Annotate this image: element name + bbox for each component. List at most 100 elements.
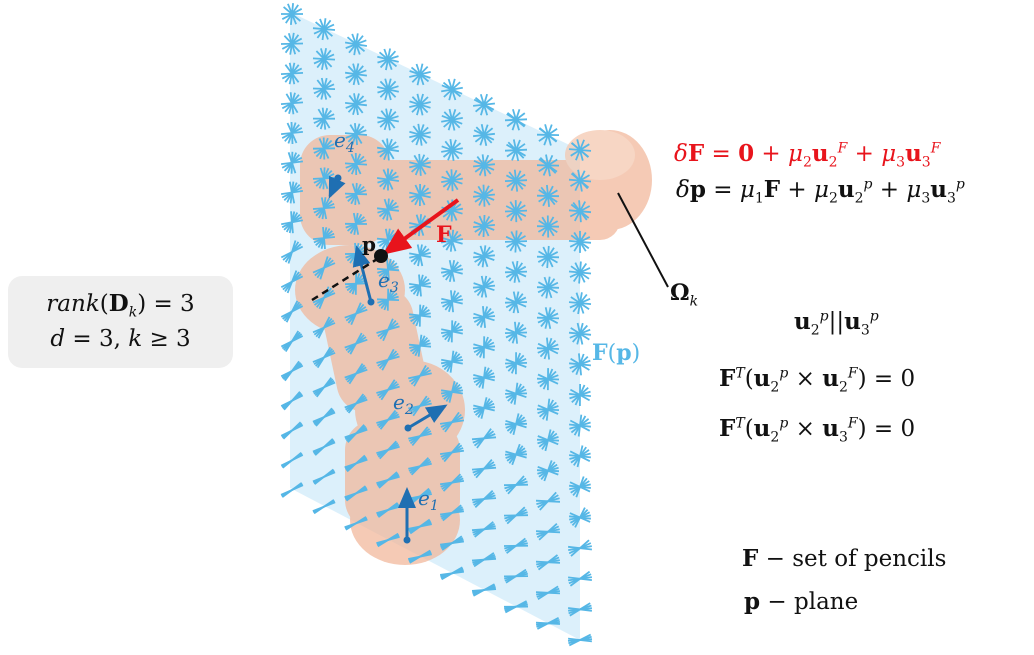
condition-3: FT(u2p × u3F) = 0 (719, 415, 916, 446)
legend-F-symbol: F (742, 545, 759, 572)
pencil-glyph (344, 485, 368, 502)
pencil-line-dashed (311, 254, 383, 302)
pencil-glyph (376, 409, 400, 430)
pencil-line (473, 190, 495, 201)
pencil-line (312, 87, 336, 90)
pencil-line (537, 465, 559, 476)
pencil-line (344, 428, 368, 439)
pencil-line (408, 462, 432, 470)
pencil-line (312, 411, 336, 423)
pencil-glyph (280, 391, 304, 411)
pencil-glyph (376, 288, 400, 311)
pencil-glyph (312, 256, 336, 280)
pencil-line (409, 100, 431, 109)
pencil-glyph (471, 490, 497, 508)
pencil-glyph (535, 523, 561, 541)
pencil-line (569, 388, 591, 402)
pencil-line (439, 449, 465, 455)
pencil-line (473, 374, 495, 382)
pencil-line (408, 283, 432, 288)
axis-e1-origin (403, 536, 411, 544)
pencil-glyph (472, 366, 496, 389)
pencil-line (567, 545, 593, 551)
pencil-line (377, 86, 399, 93)
pencil-line (441, 297, 463, 305)
pencil-line (537, 373, 559, 385)
pencil-glyph (536, 398, 560, 421)
pencil-line (538, 158, 558, 173)
pencil-glyph (312, 167, 336, 190)
pencil-line (471, 588, 497, 592)
pencil-line (471, 436, 497, 441)
pencil-glyph (567, 570, 593, 587)
pencil-glyph (569, 476, 591, 498)
pencil-line (441, 267, 463, 275)
pencil-glyph (280, 240, 304, 264)
pencil-glyph (344, 182, 368, 205)
pencil-glyph (312, 137, 336, 160)
pencil-line (280, 484, 304, 496)
pencil-glyph (504, 260, 528, 283)
pencil-glyph (535, 617, 561, 630)
pencil-line (505, 266, 527, 278)
pencil-line (535, 621, 561, 625)
pencil-line (376, 385, 400, 394)
pencil-glyph (536, 337, 560, 360)
point-p (374, 249, 388, 263)
pencil-line (313, 236, 335, 240)
pencil-glyph (569, 414, 591, 437)
pencil-line (409, 191, 431, 199)
pencil-line (408, 313, 432, 318)
pencil-line (376, 177, 400, 182)
pencil-line (312, 322, 336, 334)
pencil-glyph (312, 377, 336, 398)
pencil-glyph (441, 138, 463, 162)
axis-e2-arrow (407, 404, 448, 430)
pencil-glyph (472, 306, 496, 328)
pencil-glyph (344, 212, 368, 235)
pencil-line (537, 435, 559, 446)
pencil-line (376, 268, 400, 272)
pencil-line (567, 607, 593, 612)
pencil-glyph (281, 3, 303, 25)
pencil-line (280, 364, 304, 378)
pencil-line (344, 162, 368, 166)
pencil-glyph (503, 600, 529, 614)
pencil-line (473, 343, 495, 352)
pencil-line (409, 70, 431, 79)
pencil-glyph (409, 123, 431, 146)
pencil-line (441, 175, 463, 185)
pencil-line (570, 203, 590, 219)
pencil-glyph (376, 348, 400, 371)
condition-2: FT(u2p × u2F) = 0 (719, 365, 916, 396)
pencil-glyph (568, 292, 592, 315)
axis-e4-origin (334, 174, 342, 182)
pencil-glyph (280, 300, 304, 323)
rank-line-2: d = 3, k ≥ 3 (50, 326, 191, 352)
legend-F-text: set of pencils (792, 546, 947, 572)
pencil-line (377, 55, 399, 63)
pencil-glyph (408, 304, 432, 327)
pencil-glyph (312, 18, 336, 41)
pencil-line (473, 221, 495, 231)
pencil-line (505, 205, 527, 217)
pencil-glyph (377, 78, 399, 101)
pencil-glyph (344, 424, 368, 443)
pencil-line (312, 471, 336, 483)
legend-set-of-pencils: F − set of pencils (742, 545, 947, 572)
label-omega: Ωk (670, 280, 699, 310)
pencil-glyph (441, 78, 463, 101)
pencil-line (537, 281, 559, 294)
pencil-glyph (471, 521, 497, 538)
pencil-glyph (312, 407, 336, 427)
pencil-line (344, 308, 368, 319)
pencil-glyph (503, 568, 529, 584)
pencil-line (312, 27, 336, 31)
pencil-glyph (409, 153, 431, 176)
equation-delta-p: δp = μ1F + μ2u2p + μ3u3p (676, 176, 965, 207)
pencil-glyph (280, 452, 304, 469)
pencil-line (569, 450, 591, 463)
pencil-glyph (376, 379, 400, 401)
pencil-glyph (503, 506, 529, 525)
pencil-glyph (280, 32, 304, 55)
